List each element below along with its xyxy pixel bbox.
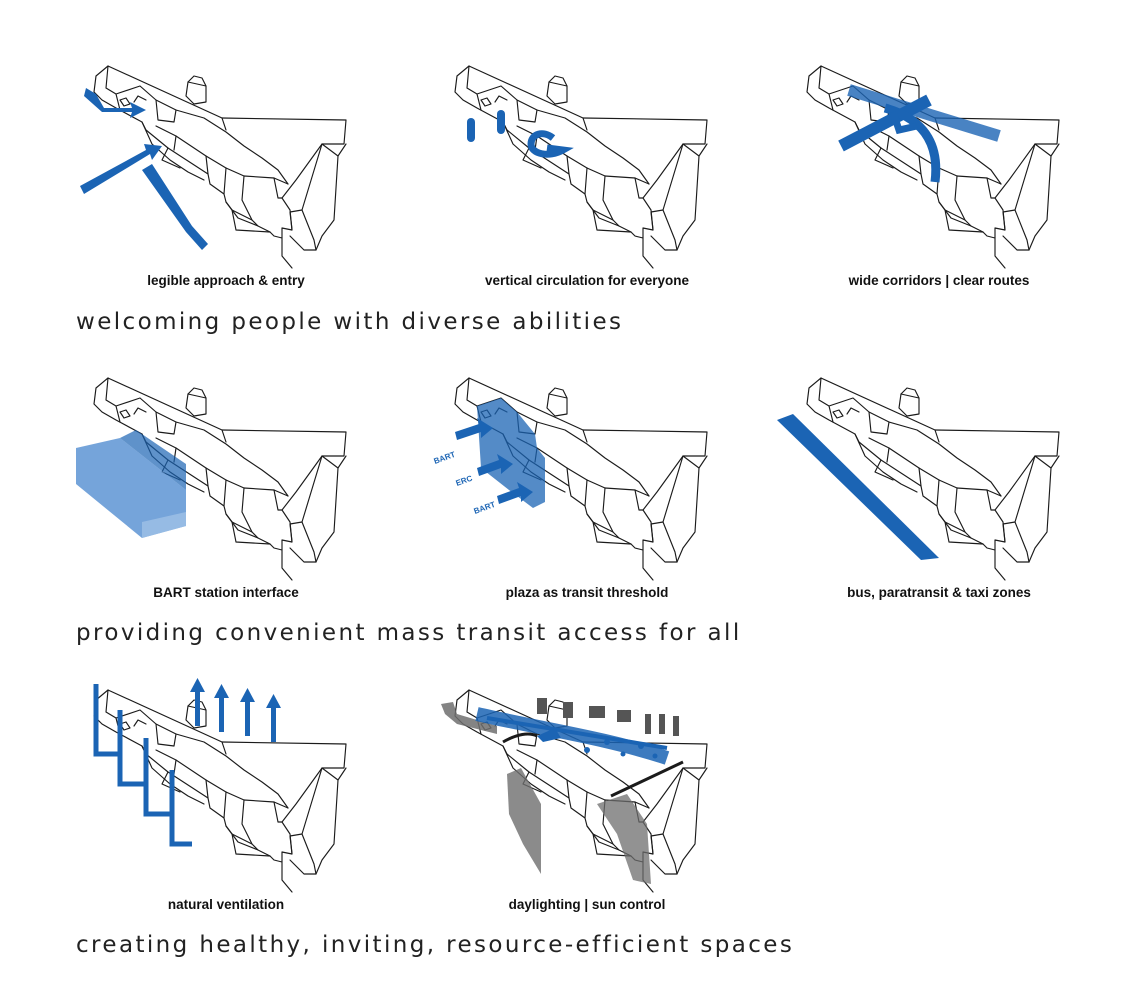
panel-wide-corridors: wide corridors | clear routes [789,60,1089,290]
caption-natural-ventilation: natural ventilation [167,897,285,912]
heading-healthy-spaces: creating healthy, inviting, resource-eff… [76,932,795,958]
plaza-transit-diagram: BART ERC BART [433,377,708,581]
daylighting-diagram [441,689,708,893]
vertical-circulation-diagram [454,65,708,269]
heading-mass-transit: providing convenient mass transit access… [76,620,742,646]
caption-plaza-transit: plaza as transit threshold [505,585,669,600]
panel-legible-approach: legible approach & entry [76,60,376,290]
arrow-label-bart-bottom: BART [473,500,497,516]
panel-plaza-transit: BART ERC BART plaza as transit threshold [433,372,737,602]
wide-corridors-diagram [806,65,1060,269]
bus-zones-diagram [777,377,1060,581]
arrow-label-erc: ERC [455,474,474,488]
legible-approach-diagram [80,65,347,269]
natural-ventilation-diagram [93,678,347,893]
panel-vertical-circulation: vertical circulation for everyone [437,60,737,290]
caption-vertical-circulation: vertical circulation for everyone [484,273,690,288]
updraft-arrows [190,678,281,742]
caption-wide-corridors: wide corridors | clear routes [848,273,1030,288]
panel-bart-station: BART station interface [76,372,376,602]
caption-bart-station: BART station interface [153,585,299,600]
bart-station-diagram [76,377,347,581]
heading-diverse-abilities: welcoming people with diverse abilities [76,309,624,335]
caption-legible-approach: legible approach & entry [147,273,305,288]
caption-bus-zones: bus, paratransit & taxi zones [847,585,1031,600]
arrow-label-bart-top: BART [433,450,457,466]
panel-natural-ventilation: natural ventilation [76,678,376,914]
panel-bus-zones: bus, paratransit & taxi zones [777,372,1089,602]
panel-daylighting: daylighting | sun control [437,684,737,914]
caption-daylighting: daylighting | sun control [508,897,666,912]
